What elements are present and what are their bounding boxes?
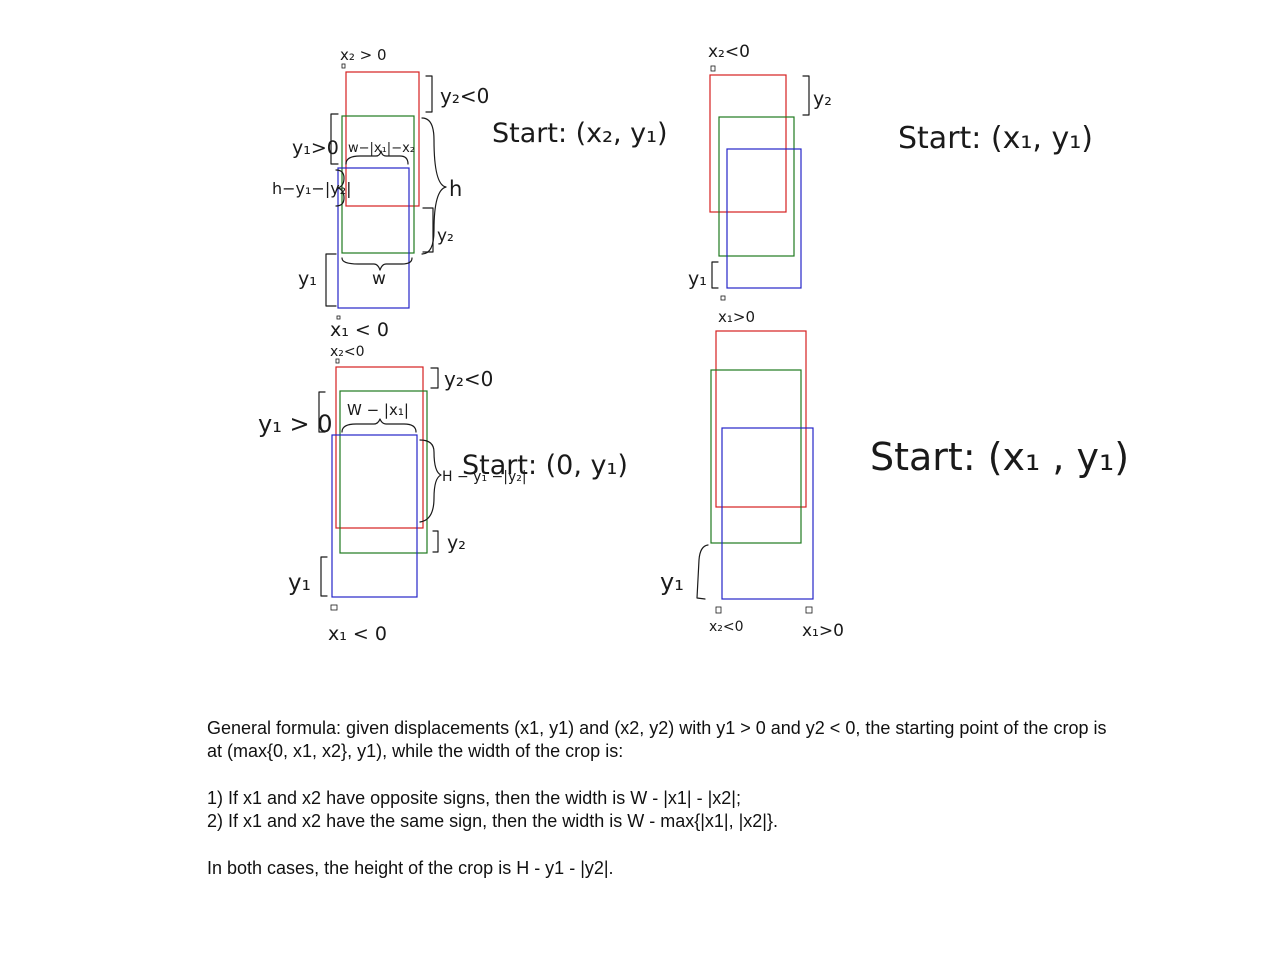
y2-top-label: y₂<0 <box>444 367 493 391</box>
red-rect <box>709 74 787 213</box>
y1-bottom-label: y₁ <box>288 570 311 596</box>
start-label: Start: (x₂, y₁) <box>492 118 667 149</box>
brace <box>341 257 413 271</box>
bracket <box>430 367 439 389</box>
bracket <box>696 544 709 600</box>
brace <box>341 418 417 433</box>
y1-left-label: y₁>0 <box>292 137 339 159</box>
origin-marker <box>336 315 341 320</box>
y2-top-label: y₂<0 <box>440 84 489 108</box>
height-rule: In both cases, the height of the crop is… <box>207 858 614 878</box>
origin-marker <box>335 358 340 364</box>
origin-marker <box>341 63 346 69</box>
start-label: Start: (x₁, y₁) <box>898 121 1093 156</box>
red-rect <box>345 71 420 207</box>
diagram-4: Start: (x₁ , y₁) y₁ x₂<0 x₁>0 <box>660 330 1129 641</box>
brace <box>422 207 434 253</box>
origin-marker <box>710 65 716 72</box>
general-formula-text: General formula: given displacements (x1… <box>207 718 1107 761</box>
y2-right-label: y₂ <box>437 226 454 246</box>
x2-label: x₂<0 <box>330 344 365 360</box>
brace <box>335 169 345 207</box>
bracket <box>425 75 433 113</box>
bracket <box>432 530 439 553</box>
formula-explanation: General formula: given displacements (x1… <box>207 717 1107 880</box>
red-rect <box>335 366 424 529</box>
diagram-3: x₂<0 y₂<0 y₁ > 0 W − |x₁| Start: (0, y₁)… <box>258 344 628 645</box>
opposite-signs-rule: 1) If x1 and x2 have opposite signs, the… <box>207 788 741 808</box>
width-expr-label: w−|x₁|−x₂ <box>348 141 415 156</box>
origin-marker <box>715 606 722 614</box>
diagram-1: x₂ > 0 y₂<0 Start: (x₂, y₁) y₁>0 w−|x₁|−… <box>272 46 667 341</box>
bracket <box>325 253 337 307</box>
y2-label: y₂ <box>813 88 832 110</box>
green-rect <box>710 369 802 544</box>
bracket <box>320 556 328 597</box>
green-rect <box>339 390 428 554</box>
blue-rect <box>331 434 418 598</box>
x2-label: x₂ > 0 <box>340 46 387 64</box>
x1-label: x₁ < 0 <box>328 623 387 645</box>
start-label: Start: (x₁ , y₁) <box>870 435 1129 479</box>
x2-label: x₂<0 <box>709 619 744 635</box>
brace <box>419 439 442 523</box>
x1-label: x₁ < 0 <box>330 319 389 341</box>
y1-left-label: y₁ > 0 <box>258 410 332 438</box>
blue-rect <box>726 148 802 289</box>
green-rect <box>718 116 795 257</box>
bracket <box>711 261 719 289</box>
y2-bottom-label: y₂ <box>447 532 466 554</box>
bracket <box>330 113 339 165</box>
height-expr-label: H − y₁ −|y₂| <box>442 469 527 485</box>
origin-marker <box>330 604 338 611</box>
red-rect <box>715 330 807 508</box>
origin-marker <box>720 295 726 301</box>
origin-marker <box>805 606 813 614</box>
blue-rect <box>337 167 410 309</box>
w-label: w <box>372 269 386 289</box>
y1-bottom-label: y₁ <box>298 268 317 290</box>
bracket <box>802 75 810 116</box>
bracket <box>318 391 326 433</box>
x1-label: x₁>0 <box>802 621 844 641</box>
height-expr-label: h−y₁−|y₂| <box>272 179 352 198</box>
x2-label: x₂<0 <box>708 42 750 62</box>
same-sign-rule: 2) If x1 and x2 have the same sign, then… <box>207 811 778 831</box>
y1-label: y₁ <box>660 568 684 596</box>
y1-label: y₁ <box>688 268 707 290</box>
green-rect <box>341 115 415 254</box>
width-expr-label: W − |x₁| <box>347 401 409 419</box>
h-label: h <box>449 177 462 201</box>
x1-label: x₁>0 <box>718 308 755 326</box>
brace <box>345 150 409 165</box>
start-label: Start: (0, y₁) <box>462 450 628 481</box>
diagram-2: x₂<0 y₂ Start: (x₁, y₁) y₁ x₁>0 <box>688 42 1093 326</box>
blue-rect <box>721 427 814 600</box>
